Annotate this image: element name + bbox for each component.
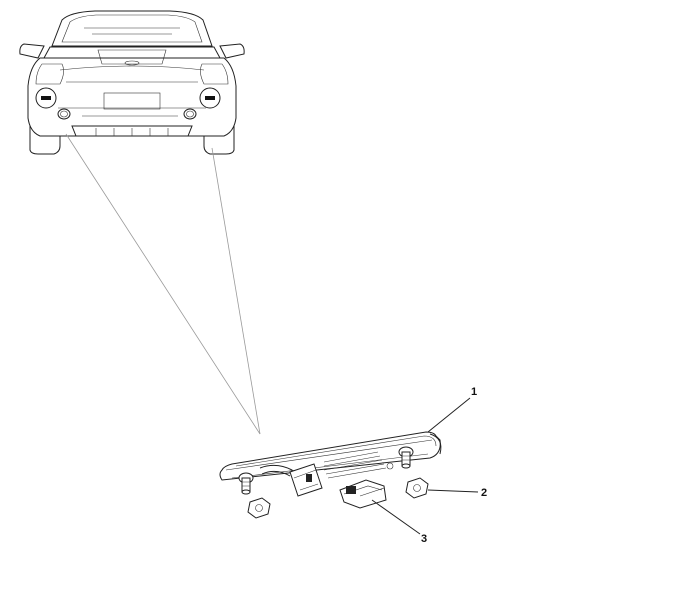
callout-label: 3 <box>421 533 427 545</box>
lamp-connector <box>289 463 323 497</box>
nut-left <box>247 497 271 519</box>
stud-left <box>238 472 254 495</box>
callout-3: 3 <box>371 499 427 545</box>
callout-label: 2 <box>481 487 487 499</box>
part-label-print <box>323 451 394 479</box>
callout-2: 2 <box>427 487 487 499</box>
car-rear-view <box>19 10 245 155</box>
zoom-leader-lines <box>65 133 261 435</box>
callout-label: 1 <box>471 386 477 398</box>
callout-1: 1 <box>427 386 477 433</box>
reflector-lamp-assembly <box>219 431 442 497</box>
bulb-holder <box>339 479 387 509</box>
stud-right <box>398 446 414 469</box>
nut-right <box>405 477 429 499</box>
